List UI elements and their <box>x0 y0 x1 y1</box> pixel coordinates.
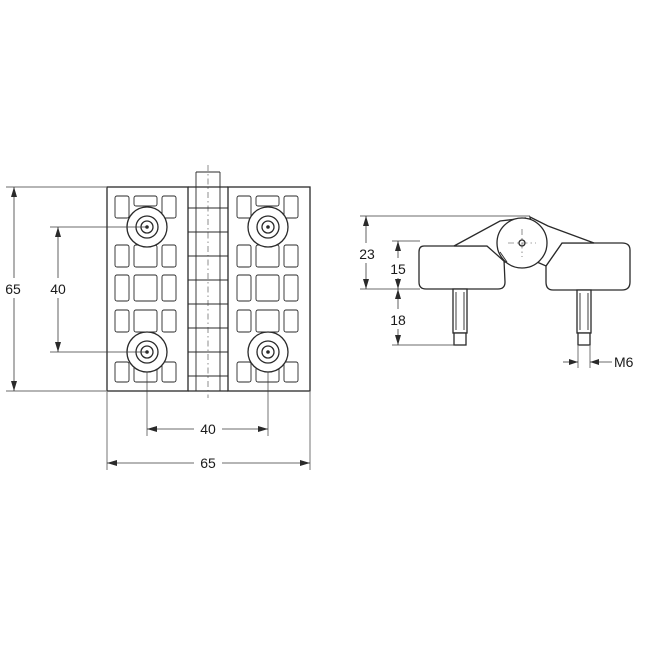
left-leaf <box>106 186 189 392</box>
hole-spacing-horizontal-label: 40 <box>200 421 216 437</box>
dimension-overall-width: 65 <box>106 392 311 472</box>
dimension-bolt-length: 18 <box>387 289 455 346</box>
side-bolt-right <box>576 289 592 346</box>
side-height-label: 23 <box>359 246 375 262</box>
side-left-leaf <box>418 245 506 290</box>
dimension-hole-spacing-horizontal: 40 <box>146 372 269 438</box>
dimension-hole-spacing-vertical: 40 <box>46 226 146 353</box>
leaf-thickness-label: 15 <box>390 261 406 277</box>
right-leaf <box>227 186 311 392</box>
knuckle-barrel <box>188 165 228 398</box>
left-leaf-ribs <box>114 195 177 383</box>
dimension-overall-height: 65 <box>2 186 106 392</box>
mounting-hole-top-right <box>247 206 289 248</box>
side-bolt-left <box>452 288 468 346</box>
dimension-thread-size: M6 <box>563 346 634 370</box>
mounting-hole-top-left <box>126 206 168 248</box>
mounting-hole-bottom-right <box>247 331 289 373</box>
overall-height-label: 65 <box>5 281 21 297</box>
overall-width-label: 65 <box>200 455 216 471</box>
dimension-side-height: 23 <box>355 215 530 290</box>
thread-size-label: M6 <box>614 354 634 370</box>
bolt-length-label: 18 <box>390 312 406 328</box>
hinge-side-view: 23 15 18 M6 <box>355 215 634 370</box>
hole-spacing-vertical-label: 40 <box>50 281 66 297</box>
dimension-leaf-thickness: 15 <box>387 240 420 289</box>
hinge-front-view: 65 40 40 <box>2 165 311 472</box>
side-right-leaf <box>545 242 631 291</box>
